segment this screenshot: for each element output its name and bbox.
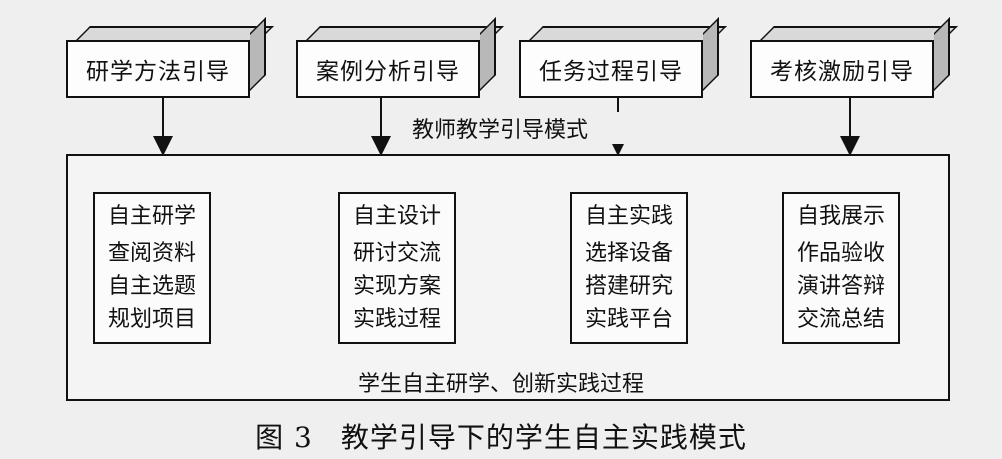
- figure-caption: 图 3 教学引导下的学生自主实践模式: [0, 416, 1002, 456]
- column-title: 自主研学: [107, 204, 196, 229]
- guide-box-label: 研学方法引导: [86, 59, 230, 85]
- column-self-showcase: 自我展示 作品验收 演讲答辩 交流总结: [782, 192, 900, 344]
- column-self-practice: 自主实践 选择设备 搭建研究 实践平台: [570, 192, 688, 344]
- column-item: 实现方案: [352, 274, 441, 299]
- column-item: 演讲答辩: [796, 274, 885, 299]
- guide-box-label: 案例分析引导: [316, 59, 460, 85]
- column-self-design: 自主设计 研讨交流 实现方案 实践过程: [338, 192, 456, 344]
- practice-process-label: 学生自主研学、创新实践过程: [357, 372, 644, 397]
- mode-label: 教师教学引导模式: [408, 112, 636, 144]
- column-item: 自主选题: [107, 274, 196, 299]
- column-item: 规划项目: [107, 307, 196, 332]
- guide-box-case-analysis: 案例分析引导: [296, 17, 504, 98]
- figure-number: 图 3: [255, 421, 313, 454]
- guide-box-label: 考核激励引导: [770, 59, 914, 85]
- column-item: 作品验收: [796, 241, 885, 266]
- column-item: 交流总结: [796, 307, 885, 332]
- column-item: 实践过程: [352, 307, 441, 332]
- column-self-study: 自主研学 查阅资料 自主选题 规划项目: [93, 192, 211, 344]
- guide-box-research-method: 研学方法引导: [66, 17, 274, 98]
- column-item: 选择设备: [584, 241, 673, 266]
- column-title: 自主实践: [584, 204, 673, 229]
- figure-title: 教学引导下的学生自主实践模式: [340, 421, 747, 454]
- guide-box-task-process: 任务过程引导: [519, 17, 727, 98]
- column-item: 搭建研究: [584, 274, 673, 299]
- column-item: 研讨交流: [352, 241, 441, 266]
- column-title: 自我展示: [796, 204, 885, 229]
- column-item: 实践平台: [584, 307, 673, 332]
- column-title: 自主设计: [352, 204, 441, 229]
- guide-box-label: 任务过程引导: [539, 59, 683, 85]
- column-item: 查阅资料: [107, 241, 196, 266]
- guide-box-assessment: 考核激励引导: [750, 17, 958, 98]
